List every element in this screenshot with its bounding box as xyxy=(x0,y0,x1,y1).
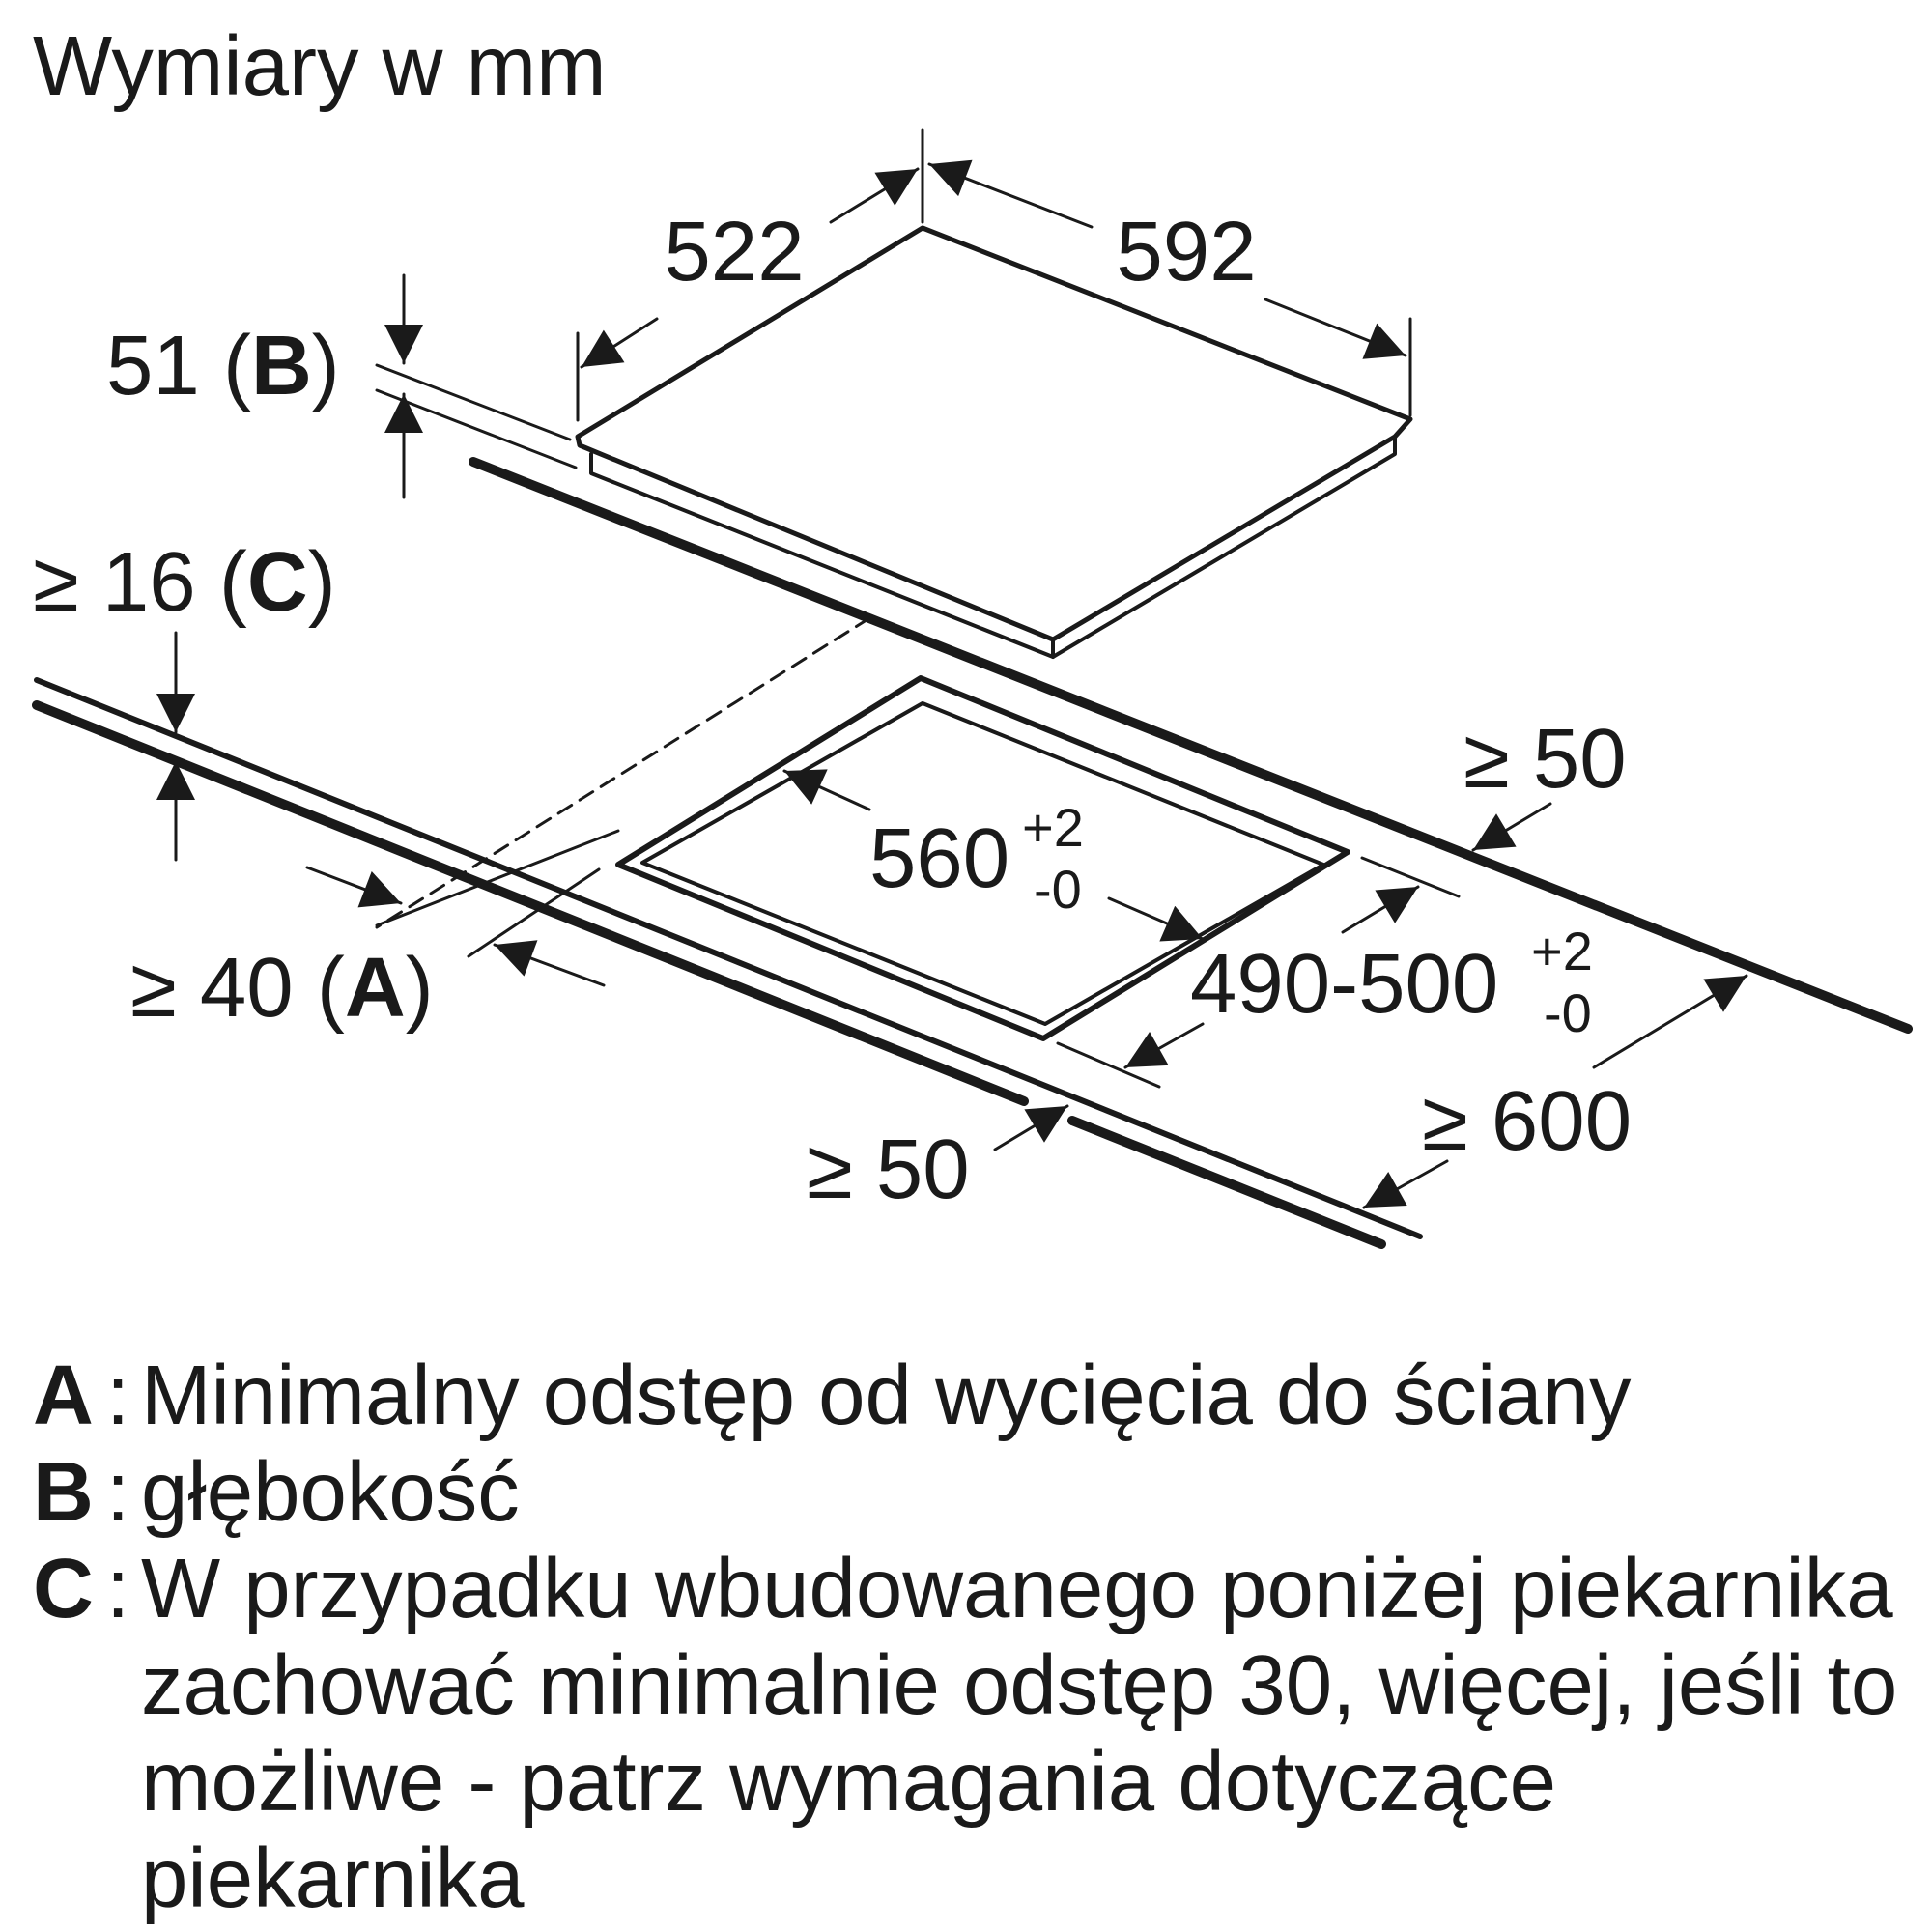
dim-arrow-50-front xyxy=(993,1104,1069,1151)
legend-colon: : xyxy=(106,1542,130,1635)
installation-diagram: Wymiary w mm 522 592 51 (B) ≥ 16 (C) 560 xyxy=(32,19,1913,1249)
dim-worktop-key: C xyxy=(247,535,308,629)
hob xyxy=(575,225,1413,659)
legend-text: W przypadku wbudowanego poniżej piekarni… xyxy=(141,1542,1898,1925)
dim-ext-490-bottom xyxy=(1056,1041,1161,1089)
dim-worktop-min: ≥ 16 xyxy=(33,535,196,629)
legend-colon: : xyxy=(106,1349,130,1442)
legend-item: A : Minimalny odstęp od wycięcia do ścia… xyxy=(33,1348,1926,1444)
dim-cut-depth-plus: +2 xyxy=(1531,921,1593,981)
legend-text: Minimalny odstęp od wycięcia do ściany xyxy=(141,1349,1632,1442)
dim-hob-depth: 522 xyxy=(664,205,804,298)
legend-item: C : W przypadku wbudowanego poniżej piek… xyxy=(33,1541,1926,1927)
dim-wall-gap-label: ≥ 40 (A) xyxy=(130,941,434,1035)
dim-arrow-50-right xyxy=(1471,802,1552,852)
dim-arrow-522-top xyxy=(829,167,920,224)
dim-arrow-600-top xyxy=(1592,974,1748,1069)
dim-ext-40-cut xyxy=(467,867,601,958)
worktop-front-edge xyxy=(32,700,1029,1106)
cutout xyxy=(615,675,1350,1041)
page-title: Wymiary w mm xyxy=(33,19,607,113)
dim-arrow-592-right xyxy=(1264,298,1407,359)
dim-hob-height-label: 51 (B) xyxy=(106,319,340,412)
legend-key: B xyxy=(33,1445,94,1539)
worktop-front-edge-right xyxy=(1067,1116,1386,1249)
dim-wall-gap-key: A xyxy=(345,941,406,1035)
dim-ext-51-top xyxy=(375,363,572,441)
dim-arrow-600-bottom xyxy=(1362,1159,1449,1209)
dim-arrow-40-right xyxy=(493,940,606,987)
legend-key: A xyxy=(33,1349,94,1442)
dim-arrow-490-top xyxy=(1341,885,1420,934)
dim-cut-width-plus: +2 xyxy=(1022,797,1084,858)
dim-worktop-label: ≥ 16 (C) xyxy=(33,535,336,629)
dim-hob-height: 51 xyxy=(106,319,200,412)
dim-side-gap-front: ≥ 50 xyxy=(807,1122,970,1216)
legend-key: C xyxy=(33,1542,94,1635)
worktop-front-edge-top xyxy=(34,677,1423,1239)
wall-line xyxy=(375,616,871,929)
legend-colon: : xyxy=(106,1445,130,1539)
dim-ext-490-top xyxy=(1360,856,1461,898)
dim-hob-height-key: B xyxy=(251,319,312,412)
dim-ext-40-wall xyxy=(375,829,620,927)
legend: A : Minimalny odstęp od wycięcia do ścia… xyxy=(33,1348,1926,1927)
dim-arrow-592-left xyxy=(927,159,1094,229)
dim-arrow-560-left xyxy=(782,769,871,811)
dim-arrow-40-left xyxy=(305,866,403,908)
dim-cut-depth: 490-500 xyxy=(1190,937,1498,1031)
dim-wall-gap: ≥ 40 xyxy=(130,941,294,1035)
dim-cut-width: 560 xyxy=(869,811,1009,905)
legend-item: B : głębokość xyxy=(33,1444,1926,1541)
dim-arrow-560-right xyxy=(1107,896,1205,942)
dim-cut-width-minus: -0 xyxy=(1034,859,1082,920)
dim-hob-width: 592 xyxy=(1116,205,1256,298)
dim-cut-depth-minus: -0 xyxy=(1544,982,1592,1043)
worktop-rear-edge xyxy=(469,457,1913,1034)
dim-arrow-522-bottom xyxy=(580,317,659,369)
dim-side-gap-right: ≥ 50 xyxy=(1463,712,1627,806)
legend-text: głębokość xyxy=(141,1445,520,1539)
dim-arrow-490-bottom xyxy=(1123,1022,1205,1069)
dim-worktop-depth: ≥ 600 xyxy=(1422,1074,1632,1168)
